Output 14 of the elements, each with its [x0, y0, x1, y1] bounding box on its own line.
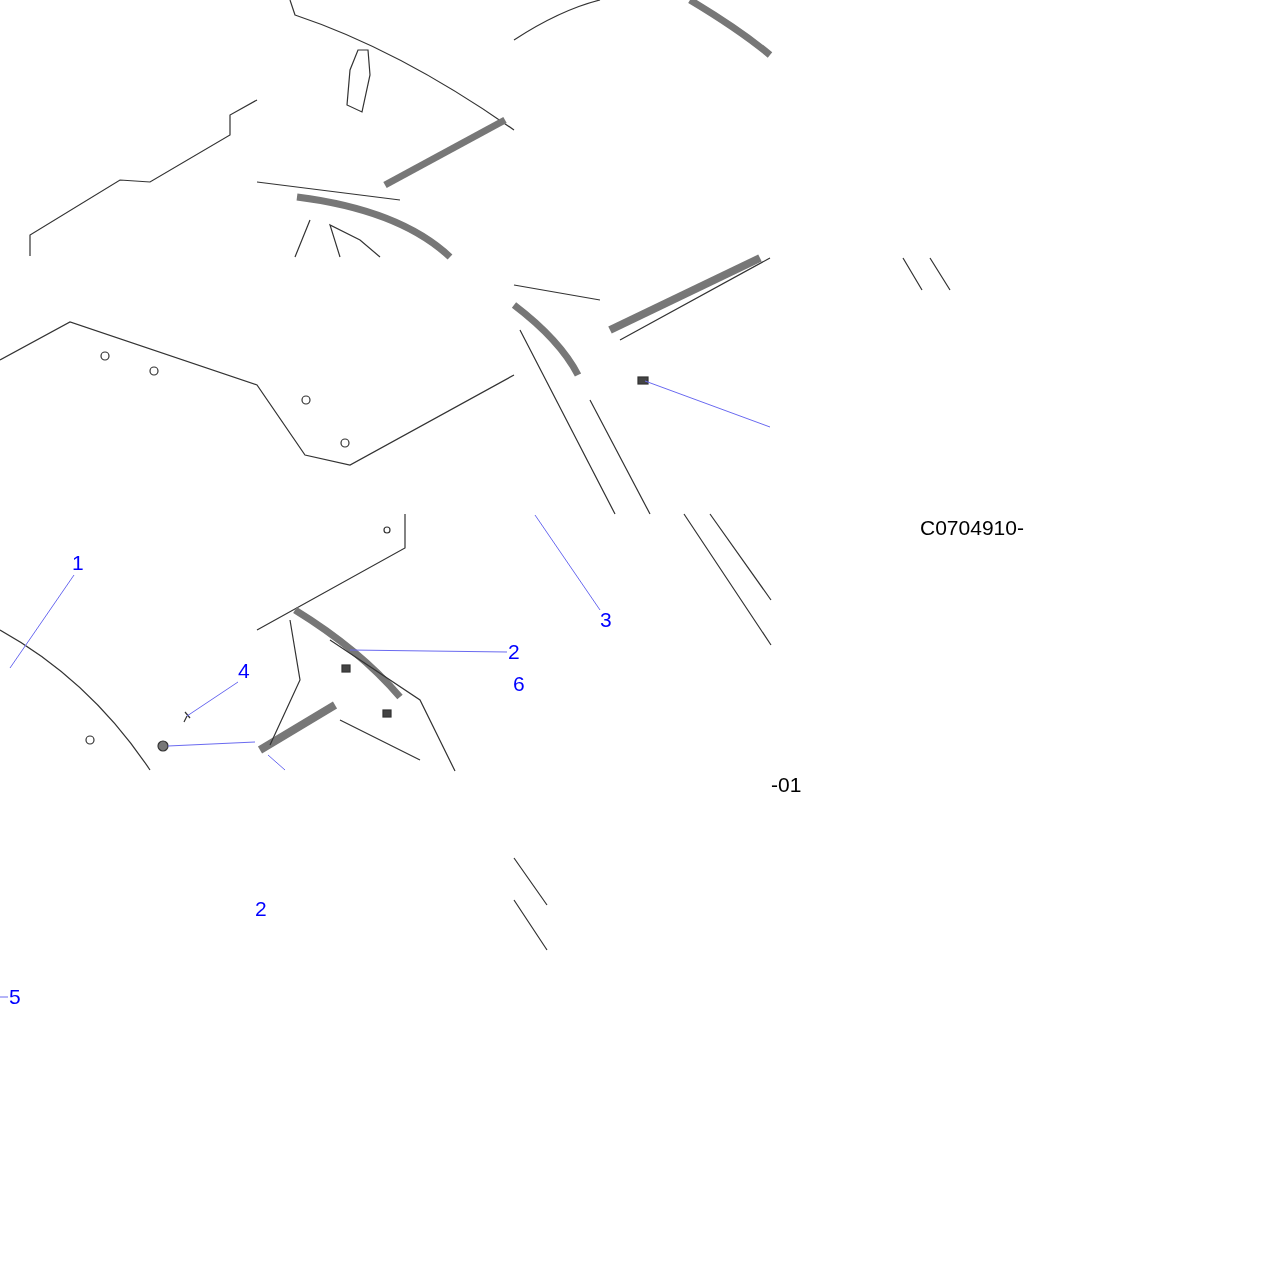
callout-number: 2	[255, 898, 267, 920]
callout-number: 2	[508, 641, 520, 663]
callout-number: 4	[238, 660, 250, 682]
leader-line	[349, 649, 508, 653]
callout-number: 5	[9, 986, 21, 1008]
callout-number: 1	[72, 552, 84, 574]
callout-number: 3	[600, 609, 612, 631]
leader-line	[534, 514, 601, 611]
leader-line	[0, 996, 9, 998]
leader-line	[186, 681, 239, 717]
drawing-code: C0704910-	[920, 517, 1024, 539]
callout-number: 6	[513, 673, 525, 695]
drawing-code: -01	[771, 774, 802, 796]
leader-line	[9, 574, 75, 669]
